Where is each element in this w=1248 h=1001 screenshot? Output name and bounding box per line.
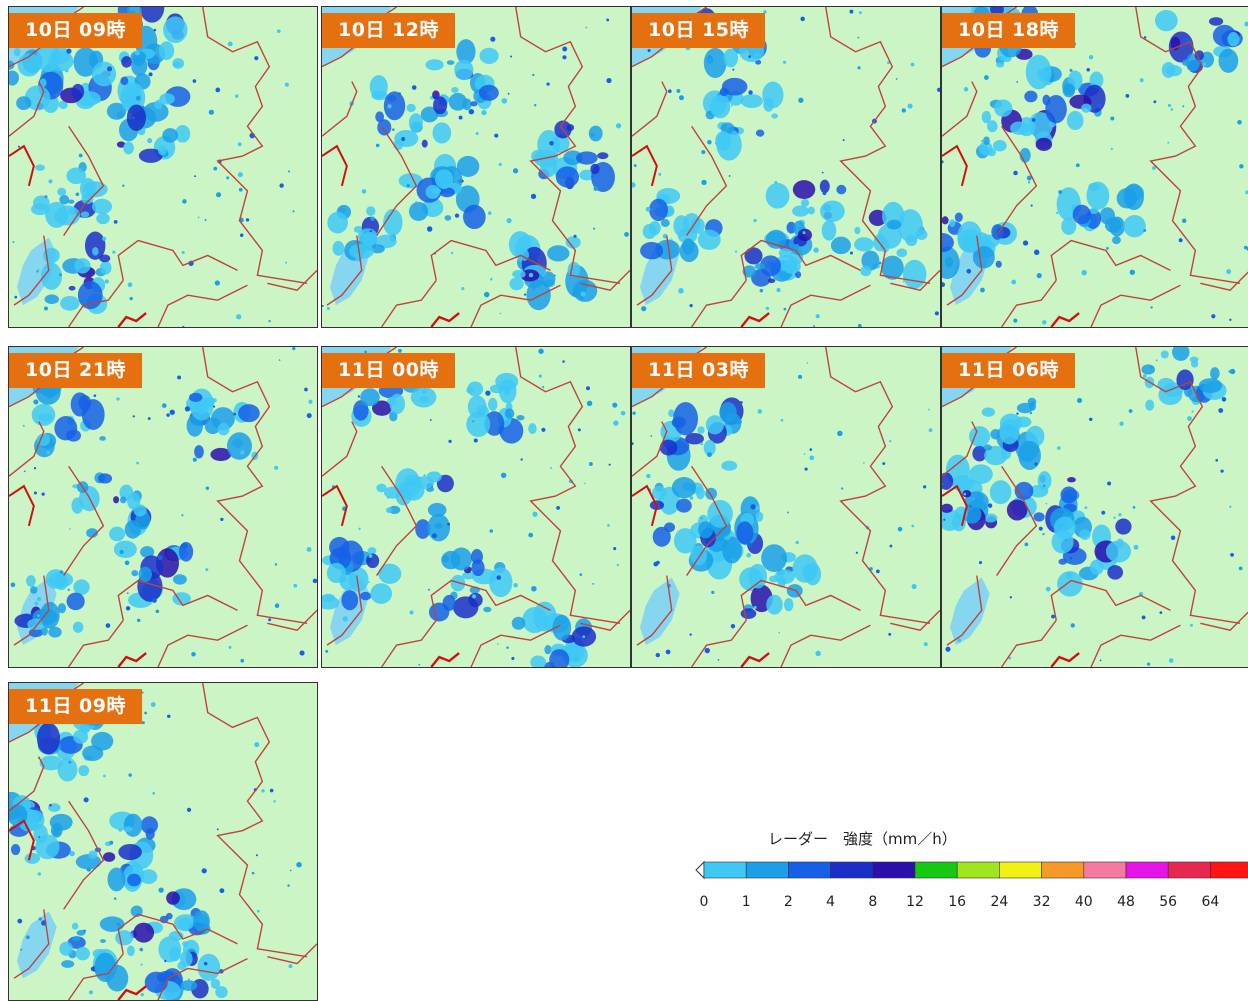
- legend-tick-label: 1: [741, 894, 751, 910]
- legend-tick-label: 64: [1201, 894, 1220, 910]
- panel-time-label: 10日 18時: [942, 13, 1075, 48]
- legend-swatch: [1210, 861, 1248, 879]
- legend-swatch: [872, 861, 916, 879]
- legend-swatch: [1125, 861, 1169, 879]
- legend-tick-label: 40: [1074, 894, 1093, 910]
- radar-map: [322, 347, 630, 667]
- legend-tick-label: 2: [783, 894, 793, 910]
- radar-panel: 10日 09時: [8, 6, 318, 328]
- panel-time-label: 11日 06時: [942, 353, 1075, 388]
- legend-swatch: [1167, 861, 1211, 879]
- radar-map: [322, 7, 630, 327]
- legend-tick-label: 24: [990, 894, 1009, 910]
- radar-map: [9, 347, 317, 667]
- panel-time-label: 10日 12時: [322, 13, 455, 48]
- legend-title: レーダー 強度（mm／h）: [768, 830, 957, 848]
- panel-time-label: 11日 00時: [322, 353, 455, 388]
- legend-color-bar: [695, 860, 1248, 880]
- legend-tick-label: 48: [1117, 894, 1135, 910]
- radar-map: [9, 7, 317, 327]
- legend-tick-label: 16: [948, 894, 967, 910]
- radar-map: [9, 683, 317, 1000]
- intensity-legend: レーダー 強度（mm／h） 0124812162432404856648: [694, 820, 1248, 920]
- radar-panel: 11日 09時: [8, 682, 318, 1001]
- legend-swatch: [914, 861, 958, 879]
- legend-swatch: [956, 861, 1000, 879]
- radar-map: [632, 7, 940, 327]
- radar-map: [942, 7, 1248, 327]
- legend-swatch: [745, 861, 789, 879]
- legend-swatch: [788, 861, 831, 879]
- legend-swatch: [1041, 861, 1085, 879]
- radar-panel: 11日 06時: [941, 346, 1248, 668]
- legend-tick-label: 0: [699, 894, 709, 910]
- legend-swatch: [1083, 861, 1127, 879]
- legend-tick-label: 32: [1032, 894, 1051, 910]
- radar-panel: 11日 03時: [631, 346, 941, 668]
- radar-panel: 10日 21時: [8, 346, 318, 668]
- legend-swatch: [999, 861, 1042, 879]
- radar-map: [632, 347, 940, 667]
- legend-tick-label: 4: [826, 894, 836, 910]
- radar-panel: 10日 18時: [941, 6, 1248, 328]
- radar-panel: 10日 12時: [321, 6, 631, 328]
- radar-map: [942, 347, 1248, 667]
- panel-time-label: 11日 03時: [632, 353, 765, 388]
- legend-tick-label: 8: [868, 894, 878, 910]
- legend-swatch: [830, 861, 874, 879]
- radar-panel: 11日 00時: [321, 346, 631, 668]
- radar-panel: 10日 15時: [631, 6, 941, 328]
- panel-time-label: 10日 15時: [632, 13, 765, 48]
- panel-time-label: 10日 09時: [9, 13, 142, 48]
- legend-swatch: [703, 861, 747, 879]
- legend-tick-label: 12: [906, 894, 924, 910]
- legend-tick-label: 56: [1159, 894, 1178, 910]
- panel-time-label: 11日 09時: [9, 689, 142, 724]
- panel-time-label: 10日 21時: [9, 353, 142, 388]
